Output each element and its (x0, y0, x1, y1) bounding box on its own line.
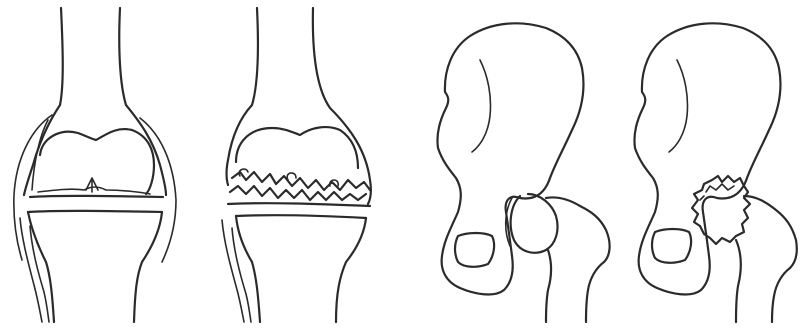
pelvis-inner-notch (472, 60, 491, 152)
femur-lower-edge (38, 187, 150, 194)
femur-left-edge (227, 8, 258, 185)
femur-shaft-inner (736, 240, 741, 322)
pelvis-outline (634, 23, 780, 294)
tibia-right-edge (336, 218, 366, 322)
obturator-foramen (455, 233, 494, 267)
greater-trochanter (586, 262, 604, 322)
femur-condyles-rough (236, 127, 358, 168)
femur-neck-upper (546, 197, 610, 262)
arthritic-hip-joint-sketch (634, 23, 796, 322)
healthy-hip-joint-sketch (437, 23, 609, 322)
arthritic-knee-joint-sketch (222, 8, 371, 322)
tibia-plateau-top (228, 203, 370, 206)
tibia-plateau-bottom (236, 215, 366, 218)
tibia-right-edge (134, 212, 162, 322)
femoral-head-rough (692, 176, 750, 244)
tibia-left-edge (28, 212, 54, 322)
healthy-knee-joint-sketch (14, 8, 176, 322)
greater-trochanter (772, 268, 790, 322)
pelvis-outline (437, 23, 583, 294)
femur-neck-upper (744, 196, 797, 268)
femur-left-edge (24, 8, 63, 195)
femoral-head (511, 194, 558, 253)
eroded-cartilage-lower (230, 186, 366, 200)
femur-right-edge (119, 8, 166, 195)
femur-condyles (40, 129, 154, 194)
tibia-plateau-top (30, 196, 163, 197)
obturator-foramen (652, 229, 691, 263)
tibia-plateau-bottom (28, 211, 162, 212)
femur-right-edge (313, 8, 371, 204)
pelvis-inner-notch (669, 60, 688, 152)
femur-shaft-inner (546, 250, 551, 322)
intercondylar-notch (86, 178, 98, 192)
